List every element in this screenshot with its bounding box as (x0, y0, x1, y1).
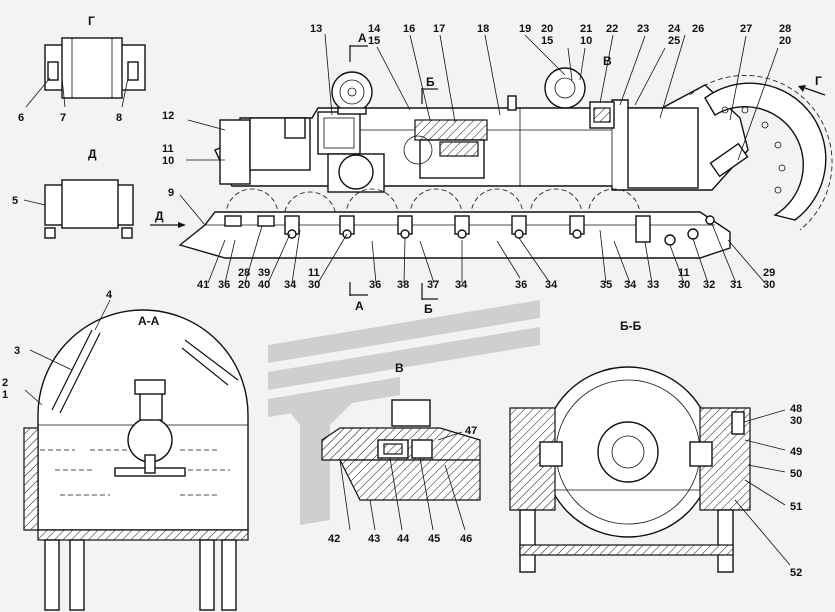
callout-12: 12 (162, 110, 174, 122)
callout-10-top: 10 (580, 35, 592, 47)
view-arrow-d: Д (155, 209, 164, 223)
callout-20-top: 20 (541, 23, 553, 35)
track-side-view (150, 45, 833, 300)
callout-31: 31 (730, 279, 742, 291)
detail-mark-v: В (603, 54, 612, 68)
section-title-aa: А-А (138, 314, 160, 328)
callout-36-a: 36 (218, 279, 230, 291)
callout-29: 29 (763, 267, 775, 279)
callout-21: 21 (580, 23, 592, 35)
callout-35: 35 (600, 279, 612, 291)
callout-43: 43 (368, 533, 380, 545)
detail-v (321, 399, 481, 531)
view-g (25, 37, 146, 108)
callout-10: 10 (162, 155, 174, 167)
callout-34-c: 34 (545, 279, 558, 291)
callout-23: 23 (637, 23, 649, 35)
callout-13: 13 (310, 23, 322, 35)
callout-34-b: 34 (455, 279, 468, 291)
callout-9: 9 (168, 187, 174, 199)
callout-8: 8 (116, 112, 122, 124)
callout-36-b: 36 (369, 279, 381, 291)
callout-39: 39 (258, 267, 270, 279)
callout-51: 51 (790, 501, 802, 513)
callout-20-right: 20 (779, 35, 791, 47)
callout-28-top: 28 (779, 23, 791, 35)
callout-16: 16 (403, 23, 415, 35)
callout-15-top: 15 (541, 35, 553, 47)
callout-44: 44 (397, 533, 410, 545)
callout-52: 52 (790, 567, 802, 579)
callout-3: 3 (14, 345, 20, 357)
callout-19: 19 (519, 23, 531, 35)
callout-41: 41 (197, 279, 209, 291)
section-arrow-a-bottom: А (355, 299, 364, 313)
callout-30-b: 30 (678, 279, 690, 291)
callout-11: 11 (162, 143, 174, 155)
callout-17: 17 (433, 23, 445, 35)
callout-49: 49 (790, 446, 802, 458)
callout-30-a: 30 (308, 279, 320, 291)
callout-22: 22 (606, 23, 618, 35)
leader-lines (179, 33, 779, 284)
callout-45: 45 (428, 533, 440, 545)
callout-26: 26 (692, 23, 704, 35)
callout-15: 15 (368, 35, 380, 47)
callout-27: 27 (740, 23, 752, 35)
callout-34-a: 34 (284, 279, 297, 291)
callout-33: 33 (647, 279, 659, 291)
view-label-d: Д (88, 147, 97, 161)
callout-20-bottom: 20 (238, 279, 250, 291)
callout-2: 2 (2, 377, 8, 389)
section-aa (23, 299, 249, 611)
callout-5: 5 (12, 195, 18, 207)
view-label-g: Г (88, 14, 95, 28)
part-callouts: 2 1 3 4 5 6 7 8 9 10 11 12 13 14 15 16 1… (2, 23, 802, 579)
callout-42: 42 (328, 533, 340, 545)
view-arrow-g: Г (815, 74, 822, 88)
callout-47: 47 (465, 425, 477, 437)
callout-46: 46 (460, 533, 472, 545)
callout-37: 37 (427, 279, 439, 291)
view-titles: Г Д А-А Б-Б В А А Б Б Д Г В (88, 14, 822, 375)
callout-50: 50 (790, 468, 802, 480)
callout-7: 7 (60, 112, 66, 124)
callout-48: 48 (790, 403, 802, 415)
watermark-logo (268, 300, 540, 525)
callout-40: 40 (258, 279, 270, 291)
callout-28-bottom: 28 (238, 267, 250, 279)
callout-4: 4 (106, 289, 113, 301)
section-title-bb: Б-Б (620, 319, 642, 333)
view-d (23, 179, 134, 239)
detail-title-v: В (395, 361, 404, 375)
callout-38: 38 (397, 279, 409, 291)
callout-30-c: 30 (763, 279, 775, 291)
callout-14: 14 (368, 23, 381, 35)
callout-25: 25 (668, 35, 680, 47)
callout-24: 24 (668, 23, 681, 35)
section-arrow-b-bottom: Б (424, 302, 433, 316)
callout-11-right: 11 (678, 267, 690, 279)
section-arrow-b-top: Б (426, 75, 435, 89)
callout-30-d: 30 (790, 415, 802, 427)
section-arrow-a-top: А (358, 31, 367, 45)
callout-36-c: 36 (515, 279, 527, 291)
callout-34-d: 34 (624, 279, 637, 291)
callout-6: 6 (18, 112, 24, 124)
section-bb (509, 366, 791, 573)
callout-18: 18 (477, 23, 489, 35)
callout-1: 1 (2, 389, 8, 401)
callout-11-bottom: 11 (308, 267, 320, 279)
callout-32: 32 (703, 279, 715, 291)
